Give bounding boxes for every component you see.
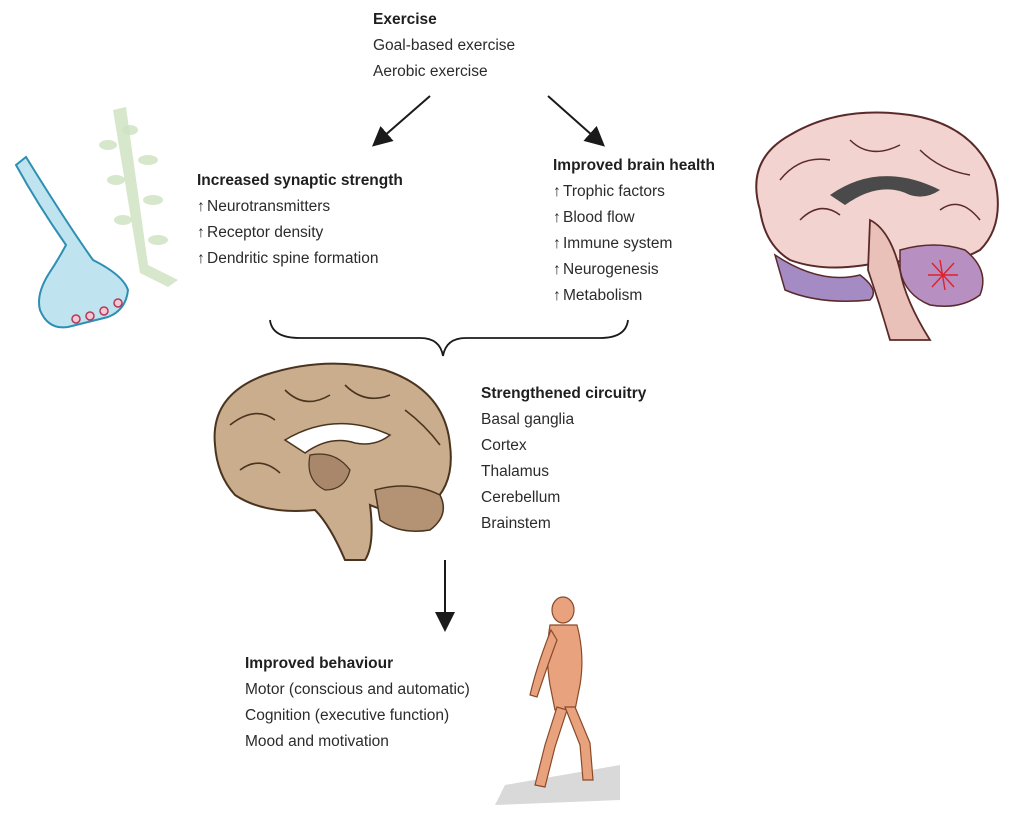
synaptic-block: Increased synaptic strength ↑Neurotransm… bbox=[197, 168, 403, 272]
cerebellum-section bbox=[375, 486, 443, 531]
exercise-title: Exercise bbox=[373, 7, 515, 33]
behaviour-block: Improved behaviour Motor (conscious and … bbox=[245, 651, 470, 755]
synaptic-item: ↑Receptor density bbox=[197, 220, 403, 246]
up-arrow-icon: ↑ bbox=[553, 283, 563, 309]
circuitry-brain-section bbox=[205, 355, 465, 565]
merge-brace bbox=[270, 320, 628, 356]
walking-figure-illustration bbox=[495, 595, 625, 805]
synapse-illustration bbox=[8, 105, 208, 345]
brain-health-title: Improved brain health bbox=[553, 153, 715, 179]
synaptic-item: ↑Neurotransmitters bbox=[197, 194, 403, 220]
exercise-item: Goal-based exercise bbox=[373, 33, 515, 59]
figure-head bbox=[552, 597, 574, 623]
figure-leg-back bbox=[535, 707, 567, 787]
floor bbox=[495, 765, 620, 805]
figure-leg-front bbox=[565, 707, 593, 780]
up-arrow-icon: ↑ bbox=[197, 194, 207, 220]
up-arrow-icon: ↑ bbox=[197, 246, 207, 272]
circuitry-item: Cerebellum bbox=[481, 485, 646, 511]
brain-health-item: ↑Immune system bbox=[553, 231, 715, 257]
brain-health-illustration bbox=[740, 100, 1009, 345]
brain-health-item: ↑Neurogenesis bbox=[553, 257, 715, 283]
circuitry-title: Strengthened circuitry bbox=[481, 381, 646, 407]
circuitry-block: Strengthened circuitry Basal ganglia Cor… bbox=[481, 381, 646, 537]
circuitry-item: Cortex bbox=[481, 433, 646, 459]
circuitry-item: Thalamus bbox=[481, 459, 646, 485]
exercise-item: Aerobic exercise bbox=[373, 59, 515, 85]
synaptic-title: Increased synaptic strength bbox=[197, 168, 403, 194]
exercise-block: Exercise Goal-based exercise Aerobic exe… bbox=[373, 7, 515, 85]
behaviour-item: Cognition (executive function) bbox=[245, 703, 470, 729]
up-arrow-icon: ↑ bbox=[553, 257, 563, 283]
brain-health-item: ↑Metabolism bbox=[553, 283, 715, 309]
circuitry-item: Basal ganglia bbox=[481, 407, 646, 433]
arrow-to-brain-health bbox=[548, 96, 602, 144]
behaviour-title: Improved behaviour bbox=[245, 651, 470, 677]
synaptic-item: ↑Dendritic spine formation bbox=[197, 246, 403, 272]
up-arrow-icon: ↑ bbox=[553, 179, 563, 205]
arrow-to-synaptic bbox=[375, 96, 430, 144]
up-arrow-icon: ↑ bbox=[197, 220, 207, 246]
brain-health-block: Improved brain health ↑Trophic factors ↑… bbox=[553, 153, 715, 309]
brain-health-item: ↑Blood flow bbox=[553, 205, 715, 231]
up-arrow-icon: ↑ bbox=[553, 205, 563, 231]
up-arrow-icon: ↑ bbox=[553, 231, 563, 257]
brain-health-item: ↑Trophic factors bbox=[553, 179, 715, 205]
circuitry-item: Brainstem bbox=[481, 511, 646, 537]
behaviour-item: Mood and motivation bbox=[245, 729, 470, 755]
behaviour-item: Motor (conscious and automatic) bbox=[245, 677, 470, 703]
